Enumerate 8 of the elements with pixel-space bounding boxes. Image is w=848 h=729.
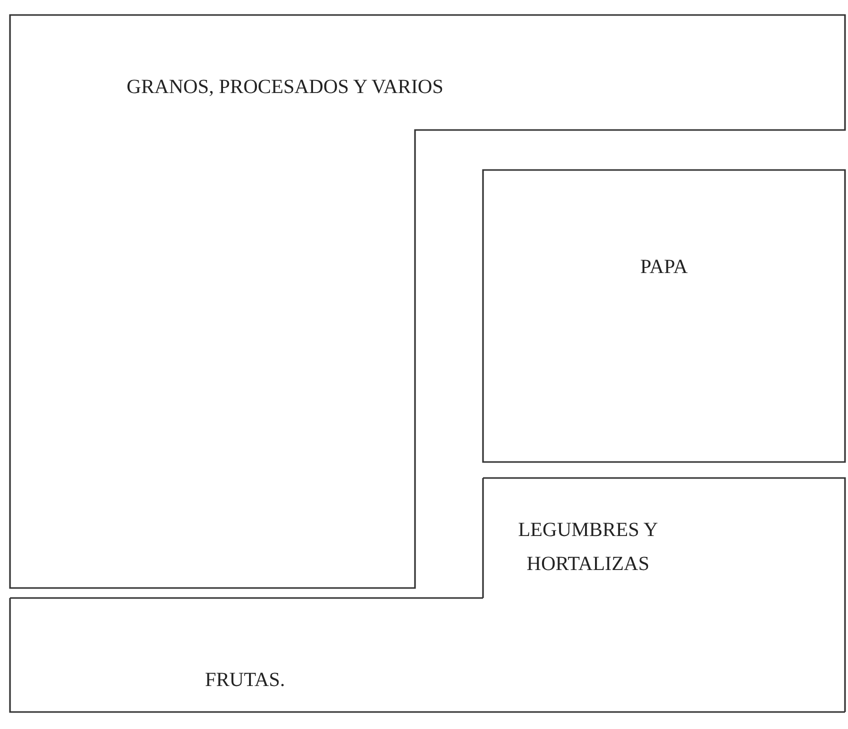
area-label: LEGUMBRES Y HORTALIZAS (517, 518, 659, 577)
area-label: FRUTAS. (204, 668, 286, 693)
area-outline (10, 15, 845, 588)
area-outline (10, 598, 845, 712)
area-outline (483, 478, 845, 712)
area-label: PAPA (639, 255, 689, 280)
area-label: GRANOS, PROCESADOS Y VARIOS (126, 75, 444, 100)
area-outline (483, 170, 845, 462)
